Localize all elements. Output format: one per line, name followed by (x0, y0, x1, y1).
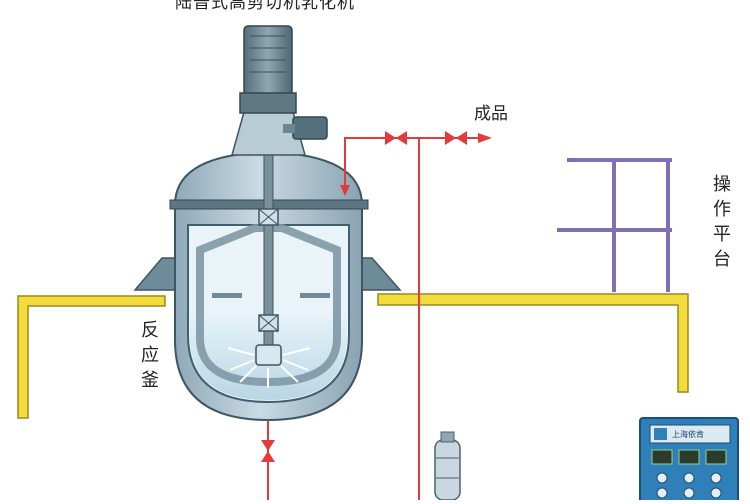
bottom-discharge-valve (261, 440, 275, 462)
control-cabinet-brand: 上海依肯 (672, 430, 704, 439)
reactor-vessel (133, 149, 402, 422)
pump (434, 431, 461, 501)
shear-spray-lines (227, 347, 311, 388)
operation-platform-label: 操作平台 (713, 174, 731, 270)
support-platform (17, 293, 689, 419)
diagram-title: 陆普式高剪切机乳化机 (175, 0, 355, 13)
product-label: 成品 (474, 104, 508, 124)
motor-assembly (231, 25, 328, 156)
control-cabinet (639, 417, 739, 504)
operation-platform-scaffold (557, 158, 672, 292)
reactor-label: 反应釜 (141, 320, 159, 391)
valve-1 (385, 131, 407, 145)
valve-2 (445, 131, 467, 145)
